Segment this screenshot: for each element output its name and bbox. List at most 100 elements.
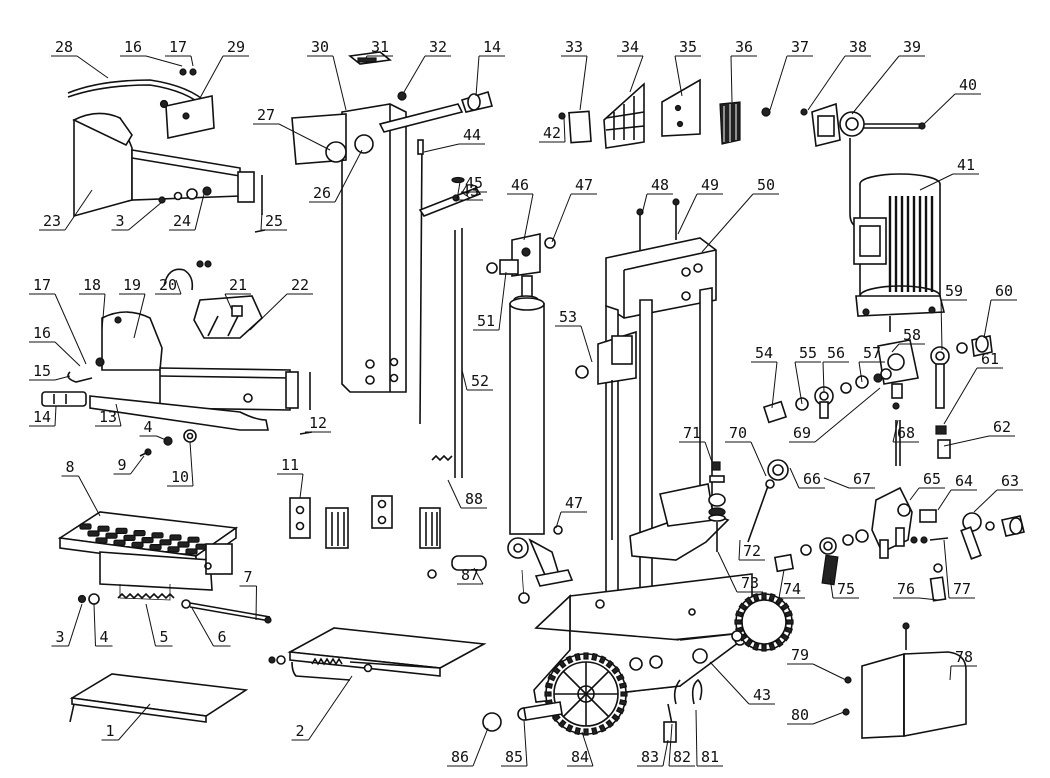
part-callout: 45 — [460, 174, 487, 199]
leader-line — [674, 55, 683, 97]
part-number-label: 82 — [673, 748, 691, 766]
leader-line — [823, 477, 850, 489]
table-slot — [115, 527, 128, 535]
part-callout: 46 — [507, 176, 534, 241]
leader-line — [701, 193, 754, 253]
tread-block — [598, 655, 607, 665]
leader-line — [68, 603, 83, 647]
part-number-label: 77 — [953, 580, 971, 598]
part-callout: 59 — [940, 282, 967, 351]
part-number-label: 22 — [291, 276, 309, 294]
filter-parts — [558, 78, 926, 229]
part-callout: 4 — [139, 418, 167, 441]
part-number-label: 17 — [33, 276, 51, 294]
part-number-label: 5 — [159, 628, 168, 646]
part-number-label: 3 — [115, 212, 124, 230]
tread-block — [551, 666, 561, 675]
part-callout: 30 — [307, 38, 347, 111]
leader-line — [199, 55, 224, 99]
part-number-label: 47 — [565, 494, 583, 512]
part-number-label: 36 — [735, 38, 753, 56]
part-callout: 72 — [738, 539, 765, 561]
part-number-label: 48 — [651, 176, 669, 194]
base-plate-1 — [69, 673, 249, 723]
leader-line — [54, 341, 81, 367]
part-callout: 1 — [101, 703, 151, 741]
part-number-label: 47 — [575, 176, 593, 194]
part-callout: 20 — [155, 276, 182, 295]
part-number-label: 1 — [105, 722, 114, 740]
main-column — [291, 51, 494, 393]
leader-line — [76, 55, 109, 79]
leader-line — [54, 375, 71, 381]
part-callout: 22 — [249, 276, 313, 331]
leader-line — [858, 361, 863, 383]
part-number-label: 30 — [311, 38, 329, 56]
leader-line — [629, 55, 644, 93]
leader-line — [580, 325, 593, 363]
part-callout: 16 — [29, 324, 81, 367]
part-callout: 39 — [851, 38, 925, 115]
part-callout: 73 — [717, 551, 763, 593]
part-callout: 24 — [169, 193, 205, 231]
tread-block — [605, 719, 614, 729]
part-number-label: 19 — [123, 276, 141, 294]
leader-line — [789, 467, 800, 489]
part-number-label: 28 — [55, 38, 73, 56]
part-callout: 53 — [555, 308, 593, 363]
leader-line — [851, 55, 900, 115]
part-callout: 11 — [277, 456, 304, 499]
leader-line — [555, 511, 562, 529]
part-callout: 50 — [701, 176, 779, 253]
leader-line — [255, 585, 257, 621]
table-slot — [167, 546, 180, 553]
leader-line — [662, 739, 669, 767]
tread-block — [620, 691, 628, 697]
leader-line — [943, 435, 990, 447]
leader-line — [194, 193, 205, 231]
part-number-label: 64 — [955, 472, 973, 490]
leader-line — [278, 123, 331, 151]
tread-block — [780, 633, 790, 642]
part-callout: 63 — [973, 472, 1023, 513]
leader-line — [973, 489, 998, 513]
part-number-label: 83 — [641, 748, 659, 766]
leader-line — [892, 419, 899, 443]
part-callout: 66 — [789, 467, 825, 489]
part-number-label: 12 — [309, 414, 327, 432]
part-callout: 28 — [51, 38, 109, 79]
part-callout: 43 — [709, 661, 775, 705]
part-number-label: 65 — [923, 470, 941, 488]
part-number-label: 81 — [701, 748, 719, 766]
part-callout: 35 — [674, 38, 701, 97]
leader-line — [940, 299, 943, 351]
leader-line — [943, 539, 950, 599]
leader-line — [523, 719, 528, 767]
leader-line — [472, 727, 489, 767]
part-number-label: 42 — [543, 124, 561, 142]
leader-line — [918, 597, 939, 601]
handle-assembly — [41, 260, 313, 457]
leader-line — [156, 435, 167, 441]
leader-line — [822, 361, 825, 393]
tread-block — [744, 596, 753, 606]
leader-line — [949, 665, 952, 681]
part-number-label: 76 — [897, 580, 915, 598]
leader-line — [812, 663, 847, 681]
leader-line — [115, 403, 122, 427]
part-number-label: 72 — [743, 542, 761, 560]
part-callout: 84 — [567, 731, 594, 767]
tread-block — [615, 673, 625, 682]
leader-line — [461, 369, 468, 391]
part-number-label: 66 — [803, 470, 821, 488]
leader-line — [64, 189, 93, 231]
part-callout: 61 — [943, 350, 1003, 425]
part-callout: 26 — [309, 149, 363, 203]
part-callout: 19 — [119, 276, 146, 339]
tread-block — [744, 638, 753, 648]
part-number-label: 70 — [729, 424, 747, 442]
part-callout: 80 — [787, 706, 845, 725]
tread-block — [583, 652, 589, 660]
tread-block — [752, 593, 760, 602]
wheels — [482, 592, 794, 743]
